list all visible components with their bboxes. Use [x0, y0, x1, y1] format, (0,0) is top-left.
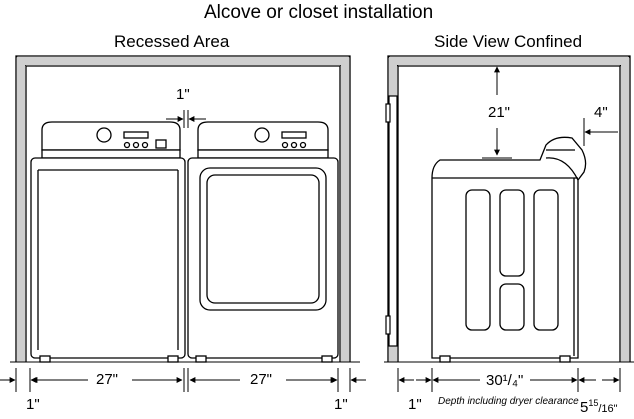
- recessed-area-heading: Recessed Area: [114, 32, 230, 51]
- rear-clearance-label: 4": [594, 104, 608, 121]
- gap-dimension: [166, 110, 206, 128]
- door-clearance-label: 515/16": [580, 398, 618, 416]
- door-clearance-numerator: 15: [588, 398, 599, 408]
- closet-door-icon: [385, 95, 398, 347]
- left-clearance-label: 1": [26, 396, 40, 413]
- door-clearance-denominator: /16": [598, 403, 618, 415]
- top-clearance-dimension: [482, 66, 512, 159]
- rear-clearance-dimension: [583, 118, 618, 146]
- front-clearance-label: 1": [408, 396, 422, 413]
- depth-note: Depth including dryer clearance: [438, 396, 579, 407]
- side-dryer-icon: [431, 136, 587, 363]
- bottom-dimensions-left: [0, 368, 366, 392]
- washer-icon: [30, 121, 186, 363]
- washer-width-label: 27": [96, 371, 119, 388]
- diagram-title: Alcove or closet installation: [204, 2, 434, 23]
- top-clearance-label: 21": [488, 104, 511, 121]
- bottom-dimensions-right: [397, 368, 621, 392]
- dryer-width-label: 27": [250, 371, 273, 388]
- right-clearance-label: 1": [334, 396, 348, 413]
- side-view-heading: Side View Confined: [434, 32, 583, 51]
- gap-between-label: 1": [176, 86, 190, 103]
- door-clearance-whole: 5: [580, 399, 589, 416]
- depth-label: 30¹/₄": [486, 372, 524, 389]
- recess-wall-shading: [17, 57, 349, 362]
- dryer-icon: [187, 121, 339, 363]
